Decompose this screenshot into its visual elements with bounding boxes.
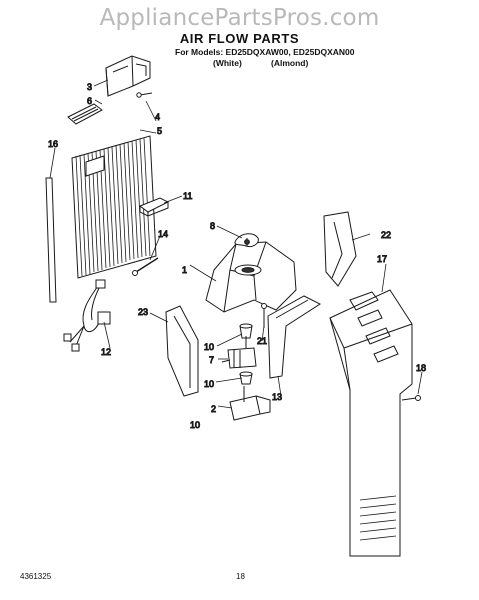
callout-8: 8: [210, 221, 215, 231]
document-number: 4361325: [20, 572, 52, 581]
callout-3: 3: [87, 82, 92, 92]
part-duct-housing: [105, 55, 151, 97]
part-grille-insert: [67, 103, 103, 125]
part-fan-housing: [205, 241, 297, 313]
diagram-title: AIR FLOW PARTS: [179, 31, 300, 46]
callout-10-upper: 10: [204, 342, 214, 352]
callout-16: 16: [48, 139, 58, 149]
callout-4: 4: [155, 112, 160, 122]
callout-7: 7: [209, 355, 214, 365]
part-foam-seal-left: [165, 305, 199, 397]
callout-21: 21: [257, 336, 267, 346]
callout-17: 17: [377, 254, 387, 264]
callout-18: 18: [416, 363, 426, 373]
part-seal-22: [323, 211, 357, 287]
part-wire-harness: [63, 279, 111, 352]
part-vertical-strip: [45, 177, 57, 303]
part-fan-motor: [221, 336, 257, 369]
variant-almond: (Almond): [271, 58, 309, 68]
part-screw-4: [136, 92, 153, 98]
part-foam-seal-bent: [267, 295, 322, 379]
variant-white: (White): [213, 58, 242, 68]
callout-14: 14: [158, 229, 168, 239]
models-line: For Models: ED25DQXAW00, ED25DQXAN00: [175, 47, 355, 57]
part-screw-21: [261, 303, 267, 328]
callout-22: 22: [381, 230, 391, 240]
callout-10-bracket: 10: [190, 420, 200, 430]
callout-13: 13: [272, 392, 282, 402]
callout-23: 23: [138, 307, 148, 317]
watermark: AppliancePartsPros.com: [99, 5, 380, 31]
callout-2: 2: [211, 404, 216, 414]
part-motor-bracket: [229, 386, 271, 421]
page-number: 18: [236, 572, 245, 581]
leader-lines: [49, 79, 423, 409]
callout-11: 11: [183, 191, 192, 201]
part-grille-panel: [71, 135, 157, 279]
part-grommet-upper: [239, 323, 253, 339]
part-air-duct: [329, 289, 413, 557]
callout-12: 12: [101, 347, 111, 357]
part-screw-18: [401, 395, 421, 401]
part-grommet-lower: [239, 371, 253, 385]
part-damper-block: [138, 197, 170, 217]
part-fan-blade: [234, 233, 259, 247]
callout-10-lower: 10: [204, 379, 214, 389]
part-screw-14: [132, 257, 159, 276]
callout-5: 5: [157, 126, 162, 136]
callout-6: 6: [87, 96, 92, 106]
callout-labels: 1 2 3 4 5 6 7 8 10 10 10 11 12 13 14 16 …: [48, 82, 427, 431]
callout-1: 1: [182, 265, 187, 275]
